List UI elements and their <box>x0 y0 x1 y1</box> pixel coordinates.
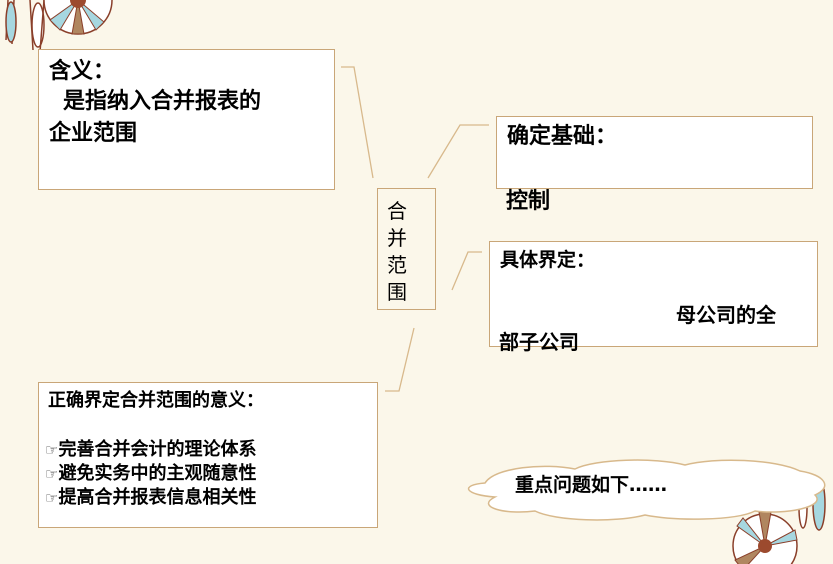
pointing-hand-icon: ☞ <box>45 489 59 507</box>
significance-title: 正确界定合并范围的意义： <box>48 390 264 411</box>
significance-item: ☞避免实务中的主观随意性 <box>45 463 257 484</box>
basis-box: 确定基础： <box>496 116 813 189</box>
pointing-hand-icon: ☞ <box>45 441 59 459</box>
basis-title: 确定基础： <box>507 124 618 149</box>
meaning-title: 含义： <box>49 59 116 84</box>
significance-item: ☞完善合并会计的理论体系 <box>45 439 257 460</box>
significance-box: 正确界定合并范围的意义： ☞完善合并会计的理论体系 ☞避免实务中的主观随意性 ☞… <box>38 382 378 528</box>
significance-list: ☞完善合并会计的理论体系 ☞避免实务中的主观随意性 ☞提高合并报表信息相关性 <box>45 438 256 510</box>
center-node-consolidation-scope: 合 并 范 围 <box>377 188 436 310</box>
center-node-char: 范 <box>387 253 407 277</box>
basis-value: 控制 <box>506 189 551 214</box>
definition-line2: 部子公司 <box>499 330 579 354</box>
meaning-box: 含义： 是指纳入合并报表的 企业范围 <box>38 49 335 190</box>
cloud-callout-text: 重点问题如下…… <box>515 474 668 496</box>
center-node-char: 合 <box>387 199 407 223</box>
meaning-line1: 是指纳入合并报表的 <box>63 89 262 114</box>
center-node-char: 围 <box>387 280 407 304</box>
floral-decoration-bottom-right-icon <box>732 477 826 564</box>
pointing-hand-icon: ☞ <box>45 465 59 483</box>
definition-box: 具体界定： 母公司的全 <box>489 241 818 347</box>
cloud-callout-shape <box>467 459 826 521</box>
floral-decoration-top-left-icon <box>5 0 113 53</box>
meaning-line2: 企业范围 <box>49 121 138 146</box>
definition-title: 具体界定： <box>500 249 596 271</box>
definition-line1: 母公司的全 <box>676 303 776 327</box>
significance-item: ☞提高合并报表信息相关性 <box>45 487 257 508</box>
center-node-char: 并 <box>387 226 407 250</box>
